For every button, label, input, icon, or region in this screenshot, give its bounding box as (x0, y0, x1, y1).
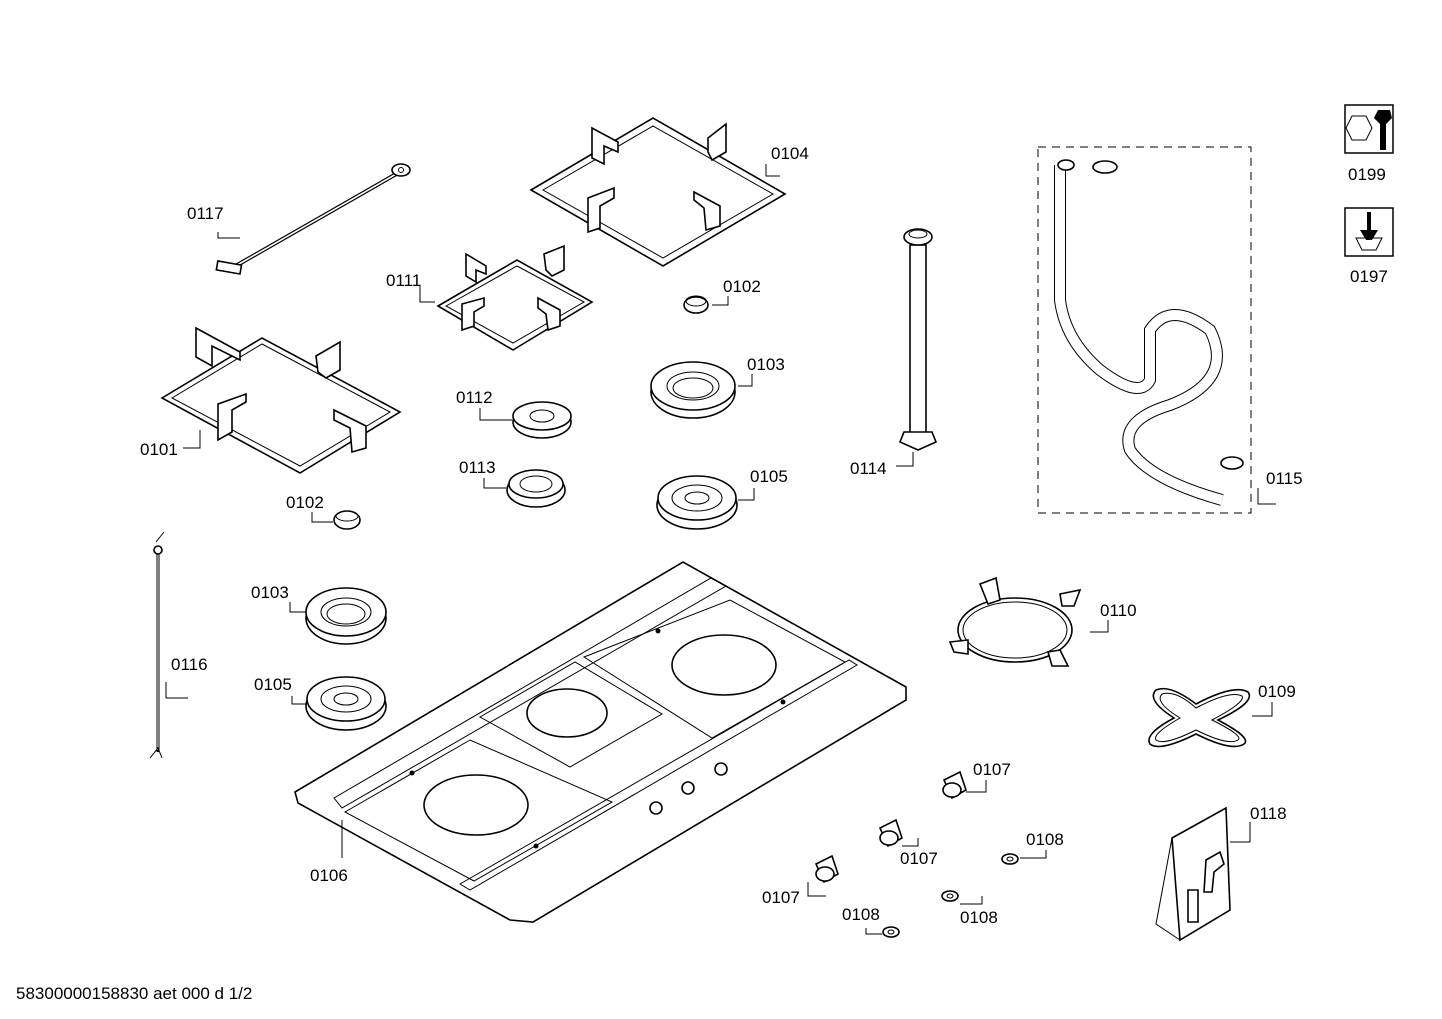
control-knob-0107-left[interactable] (814, 854, 839, 884)
pan-support-0104[interactable] (529, 117, 787, 267)
thermocouple-0116[interactable] (149, 531, 165, 759)
label-0115: 0115 (1266, 469, 1303, 488)
label-0107-right: 0107 (973, 760, 1011, 779)
label-0102-upper: 0102 (723, 277, 761, 296)
label-0118: 0118 (1250, 804, 1287, 823)
seal-0108-mid[interactable] (941, 890, 959, 902)
part-labels: 0117 0101 0111 0104 0102 0103 0112 0113 … (140, 144, 1388, 927)
wok-ring-0110[interactable] (948, 576, 1082, 667)
label-0104: 0104 (771, 144, 809, 163)
control-knob-0107-mid[interactable] (878, 818, 903, 848)
label-0107-left: 0107 (762, 888, 800, 907)
burner-base-0105-lower[interactable] (305, 676, 387, 731)
label-0105-lower: 0105 (254, 675, 292, 694)
label-0199: 0199 (1348, 165, 1386, 184)
burner-cap-0102-upper[interactable] (683, 295, 709, 314)
label-0111: 0111 (386, 271, 421, 290)
label-0117: 0117 (187, 204, 224, 223)
wrench-nut-icon (1344, 104, 1394, 154)
label-0103-upper: 0103 (747, 355, 785, 374)
label-0108-left: 0108 (842, 905, 880, 924)
simmer-plate-0109[interactable] (1148, 687, 1251, 748)
screwdriver-icon (1344, 207, 1394, 257)
label-0106: 0106 (310, 866, 348, 885)
ignition-lead-0117[interactable] (215, 163, 411, 275)
leader-lines (165, 164, 1276, 935)
burner-base-0105-upper[interactable] (656, 475, 738, 530)
label-0105-upper: 0105 (750, 467, 788, 486)
burner-crown-0103-lower[interactable] (305, 587, 387, 645)
control-knob-0107-right[interactable] (942, 770, 967, 800)
label-0101: 0101 (140, 440, 178, 459)
pan-support-0101[interactable] (160, 326, 402, 474)
label-0112: 0112 (456, 388, 493, 407)
seal-0108-right[interactable] (1001, 853, 1019, 865)
label-0108-mid: 0108 (960, 908, 998, 927)
flame-spreader-0112[interactable] (512, 401, 572, 439)
label-0110: 0110 (1100, 601, 1137, 620)
label-0113: 0113 (459, 458, 496, 477)
label-0109: 0109 (1258, 682, 1296, 701)
burner-crown-0103-upper[interactable] (650, 361, 736, 419)
seal-0108-left[interactable] (882, 926, 900, 938)
hob-plate-0106[interactable] (294, 561, 907, 923)
label-0107-mid: 0107 (900, 849, 938, 868)
burner-cap-0102-lower[interactable] (333, 510, 361, 530)
gas-hose-kit-0115[interactable] (1037, 146, 1252, 514)
gas-hose-0114[interactable] (898, 228, 938, 451)
burner-cap-0113[interactable] (506, 469, 566, 508)
document-footer-id: 58300000158830 aet 000 d 1/2 (16, 984, 252, 1003)
label-0102-lower: 0102 (286, 493, 324, 512)
nozzle-bag-0118[interactable] (1155, 806, 1231, 942)
pan-support-0111[interactable] (436, 244, 594, 351)
label-0116: 0116 (171, 655, 208, 674)
label-0114: 0114 (850, 459, 887, 478)
label-0197: 0197 (1350, 267, 1388, 286)
label-0108-right: 0108 (1026, 830, 1064, 849)
label-0103-lower: 0103 (251, 583, 289, 602)
